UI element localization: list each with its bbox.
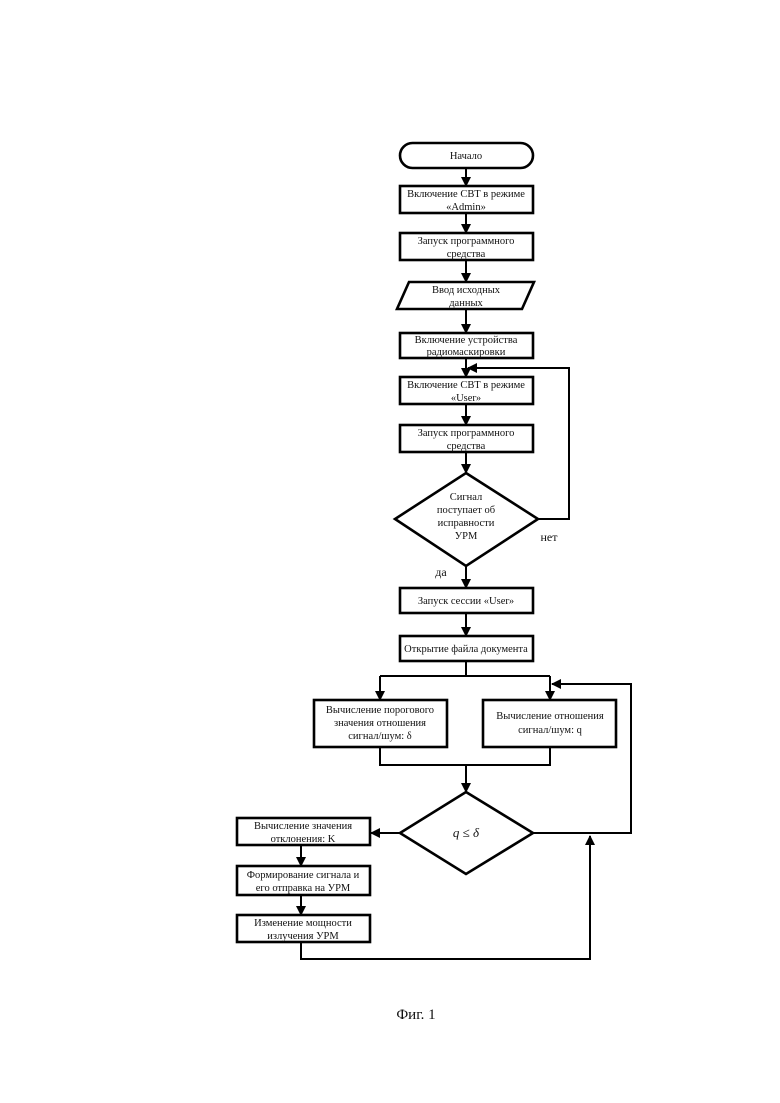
svg-text:Формирование сигнала и: Формирование сигнала и [247,870,360,881]
yes-label: да [435,565,447,579]
no-label: нет [541,530,559,544]
svg-text:Включение СВТ в режиме: Включение СВТ в режиме [407,189,525,200]
svg-text:Начало: Начало [450,151,482,162]
svg-text:поступает об: поступает об [437,505,495,516]
figure-caption: Фиг. 1 [396,1007,435,1023]
svg-text:Сигнал: Сигнал [450,492,483,503]
q-le-delta-decision: q ≤ δ [400,792,533,874]
svg-text:исправности: исправности [438,518,495,529]
svg-text:сигнал/шум: q: сигнал/шум: q [518,725,582,736]
threshold-calc-box: Вычисление порогового значения отношения… [314,700,447,747]
svg-text:Вычисление отношения: Вычисление отношения [496,711,604,722]
launch-software-box-2: Запуск программного средства [400,425,533,452]
svg-text:излучения УРМ: излучения УРМ [267,931,339,942]
input-data-parallelogram: Ввод исходных данных [397,282,534,309]
svg-text:«Admin»: «Admin» [446,202,486,213]
svg-text:Запуск сессии «User»: Запуск сессии «User» [418,596,514,607]
svg-text:«User»: «User» [451,393,481,404]
change-power-box: Изменение мощности излучения УРМ [237,915,370,942]
svg-text:Ввод исходных: Ввод исходных [432,285,501,296]
svg-text:отклонения: K: отклонения: K [271,834,336,845]
svg-text:Вычисление значения: Вычисление значения [254,821,352,832]
form-signal-box: Формирование сигнала и его отправка на У… [237,866,370,895]
svg-text:радиомаскировки: радиомаскировки [427,347,506,358]
svg-text:средства: средства [447,249,486,260]
svg-text:УРМ: УРМ [455,531,478,542]
signal-check-decision: Сигнал поступает об исправности УРМ [395,473,538,566]
enable-admin-mode-box: Включение СВТ в режиме «Admin» [400,186,533,213]
launch-software-box-1: Запуск программного средства [400,233,533,260]
start-terminator: Начало [400,143,533,168]
svg-text:его отправка на УРМ: его отправка на УРМ [256,883,351,894]
svg-text:Изменение мощности: Изменение мощности [254,918,352,929]
svg-text:q ≤ δ: q ≤ δ [453,825,480,840]
svg-text:средства: средства [447,441,486,452]
enable-user-mode-box: Включение СВТ в режиме «User» [400,377,533,404]
svg-text:Открытие файла документа: Открытие файла документа [404,644,528,655]
svg-text:Включение СВТ в режиме: Включение СВТ в режиме [407,380,525,391]
svg-text:значения отношения: значения отношения [334,718,426,729]
open-document-box: Открытие файла документа [400,636,533,661]
svg-text:Запуск программного: Запуск программного [418,428,515,439]
start-user-session-box: Запуск сессии «User» [400,588,533,613]
svg-text:Вычисление порогового: Вычисление порогового [326,705,434,716]
svg-text:сигнал/шум: δ: сигнал/шум: δ [348,731,411,742]
svg-text:данных: данных [449,298,483,309]
svg-text:Включение устройства: Включение устройства [415,335,518,346]
enable-radio-masking-box: Включение устройства радиомаскировки [400,333,533,358]
svg-text:Запуск программного: Запуск программного [418,236,515,247]
ratio-calc-box: Вычисление отношения сигнал/шум: q [483,700,616,747]
deviation-calc-box: Вычисление значения отклонения: K [237,818,370,845]
